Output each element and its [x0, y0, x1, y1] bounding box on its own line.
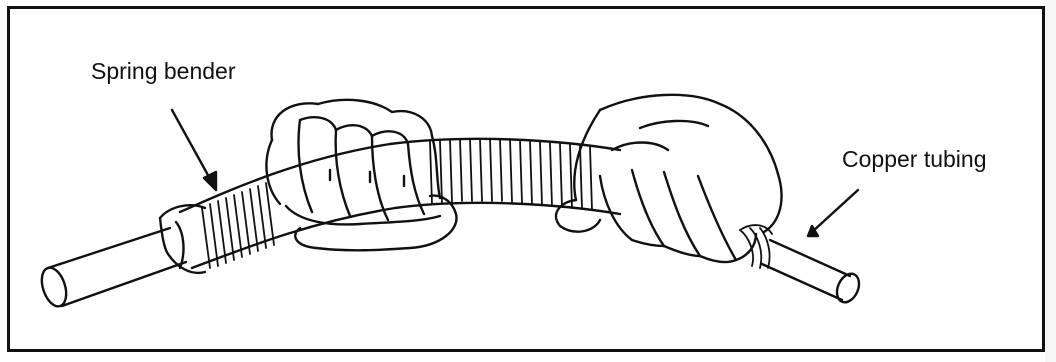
leader-arrow-copper-tubing: [808, 190, 858, 236]
leader-arrow-spring-bender: [172, 110, 216, 190]
left-hand: [266, 100, 456, 250]
right-hand: [556, 95, 782, 262]
tube-right-end: [762, 240, 863, 306]
spring-flared-end: [160, 205, 205, 273]
spring-bender-label: Spring bender: [91, 60, 236, 83]
spring-right-end: [740, 225, 772, 268]
copper-tubing-label: Copper tubing: [842, 148, 987, 171]
